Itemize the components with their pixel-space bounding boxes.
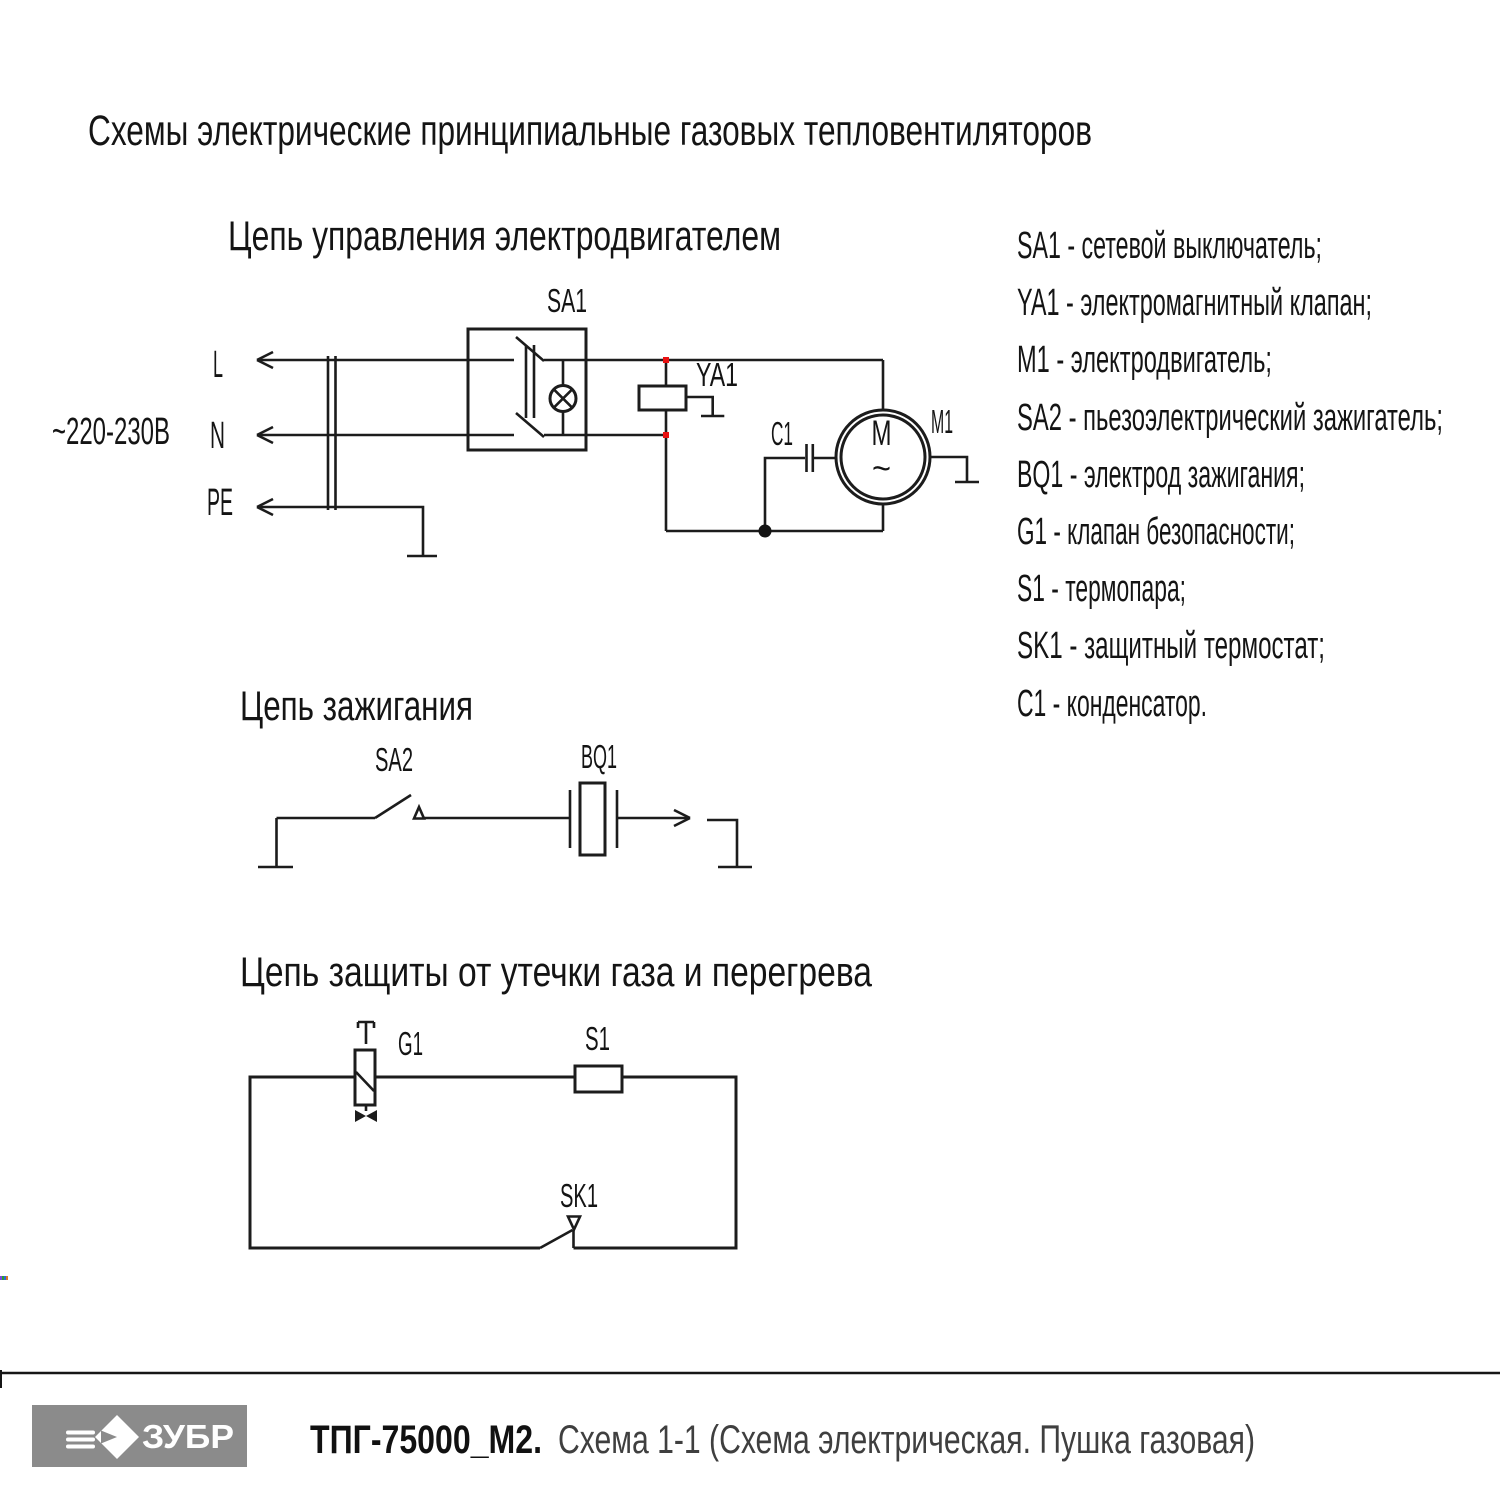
sa2-label: SA2 bbox=[375, 741, 413, 778]
arrow-left-l-icon bbox=[256, 350, 274, 370]
artifact-pixel bbox=[6, 1276, 8, 1280]
legend-item: M1 - электродвигатель; bbox=[1017, 339, 1272, 381]
section-title-protection: Цепь защиты от утечки газа и перегрева bbox=[240, 948, 873, 995]
zubr-logo-text: ЗУБР bbox=[142, 1418, 234, 1455]
motor-m1: M ~ M1 bbox=[834, 403, 979, 531]
s1-label: S1 bbox=[585, 1020, 610, 1057]
c1-label: C1 bbox=[771, 415, 793, 452]
g1-bowtie-icon bbox=[355, 1110, 377, 1122]
legend-item: SA1 - сетевой выключатель; bbox=[1017, 225, 1322, 267]
page-title: Схемы электрические принципиальные газов… bbox=[88, 107, 1092, 155]
ignition-arrow-icon bbox=[673, 808, 691, 828]
wire-n bbox=[256, 425, 514, 445]
circuit-motor-control: Цепь управления электродвигателем ~220-2… bbox=[52, 212, 979, 558]
bq1-label: BQ1 bbox=[581, 738, 617, 775]
wire-pe bbox=[256, 497, 437, 558]
terminal-n-label: N bbox=[210, 415, 225, 457]
terminal-pe-label: PE bbox=[207, 482, 233, 524]
zubr-logo: ЗУБР bbox=[32, 1405, 247, 1467]
section-title-motor: Цепь управления электродвигателем bbox=[228, 212, 781, 259]
artifact-pixel bbox=[0, 1276, 2, 1280]
section-title-ignition: Цепь зажигания bbox=[240, 682, 473, 729]
g1-box bbox=[353, 1048, 377, 1107]
g1-label: G1 bbox=[398, 1025, 423, 1062]
ya1-label: YA1 bbox=[696, 356, 738, 393]
logo-background bbox=[32, 1405, 247, 1467]
junction-black-dot bbox=[758, 524, 772, 538]
ya1-box bbox=[637, 384, 688, 412]
sk1-lever bbox=[539, 1228, 574, 1250]
junction-red-top bbox=[663, 357, 669, 363]
sa2-contact-icon bbox=[412, 803, 426, 820]
sk1-contact-icon bbox=[565, 1215, 583, 1233]
sa1-label: SA1 bbox=[547, 282, 587, 319]
artifact-pixel bbox=[4, 1276, 6, 1280]
m1-label: M1 bbox=[931, 403, 953, 440]
terminal-l-label: L bbox=[213, 344, 223, 386]
g1-valve bbox=[353, 1020, 377, 1122]
motor-ground-icon bbox=[930, 455, 979, 484]
sa1-gang-bar bbox=[524, 345, 536, 418]
motor-ac-symbol: ~ bbox=[872, 450, 891, 488]
ya1-valve: YA1 bbox=[637, 356, 738, 531]
artifact-pixel bbox=[2, 1276, 4, 1280]
ignition-right-ground-icon bbox=[707, 818, 752, 869]
arrow-left-pe-icon bbox=[256, 497, 274, 517]
loop-left bbox=[248, 1075, 540, 1250]
footer: ЗУБР ТПГ-75000_М2. Схема 1-1 (Схема элек… bbox=[0, 1276, 1500, 1467]
lamp-cross-icon bbox=[552, 388, 574, 409]
loop-right bbox=[573, 1075, 738, 1250]
motor-letter: M bbox=[872, 414, 892, 453]
sa2-lever bbox=[374, 793, 412, 820]
legend-item: SA2 - пьезоэлектрический зажигатель; bbox=[1017, 397, 1443, 439]
plug-connector-icon bbox=[326, 356, 337, 510]
footer-model: ТПГ-75000_М2. bbox=[310, 1418, 542, 1462]
s1-box bbox=[573, 1064, 624, 1094]
voltage-label: ~220-230В bbox=[52, 411, 170, 453]
g1-thermo-icon bbox=[356, 1020, 376, 1044]
legend-item: YA1 - электромагнитный клапан; bbox=[1017, 282, 1372, 324]
junction-red-bottom bbox=[663, 432, 669, 438]
arrow-left-n-icon bbox=[256, 425, 274, 445]
sa1-box bbox=[466, 327, 588, 452]
bq1-electrode bbox=[568, 781, 619, 857]
sk1-switch bbox=[539, 1215, 583, 1250]
legend-item: SK1 - защитный термостат; bbox=[1017, 625, 1325, 667]
ya1-ground-icon bbox=[686, 395, 725, 418]
ignition-left-ground-icon bbox=[258, 816, 375, 869]
legend-item: C1 - конденсатор. bbox=[1017, 683, 1207, 725]
legend-item: BQ1 - электрод зажигания; bbox=[1017, 454, 1305, 496]
wire-l bbox=[256, 350, 514, 370]
g1-diagonal bbox=[355, 1071, 375, 1092]
circuit-protection: Цепь защиты от утечки газа и перегрева G… bbox=[240, 948, 873, 1250]
circuit-ignition: Цепь зажигания SA2 BQ1 bbox=[240, 682, 752, 869]
sa1-lever-top bbox=[515, 336, 545, 362]
zubr-logo-icon bbox=[66, 1415, 139, 1459]
bq1-box bbox=[578, 781, 607, 857]
sk1-label: SK1 bbox=[560, 1177, 598, 1214]
capacitor-c1: C1 bbox=[763, 415, 836, 531]
legend-item: S1 - термопара; bbox=[1017, 568, 1186, 610]
motor-inner-circle bbox=[839, 413, 927, 501]
sa1-switch: SA1 bbox=[466, 282, 588, 452]
sa1-lever-bottom bbox=[515, 412, 545, 438]
footer-caption: Схема 1-1 (Схема электрическая. Пушка га… bbox=[558, 1418, 1255, 1462]
legend: SA1 - сетевой выключатель; YA1 - электро… bbox=[1017, 225, 1443, 725]
legend-item: G1 - клапан безопасности; bbox=[1017, 511, 1295, 553]
